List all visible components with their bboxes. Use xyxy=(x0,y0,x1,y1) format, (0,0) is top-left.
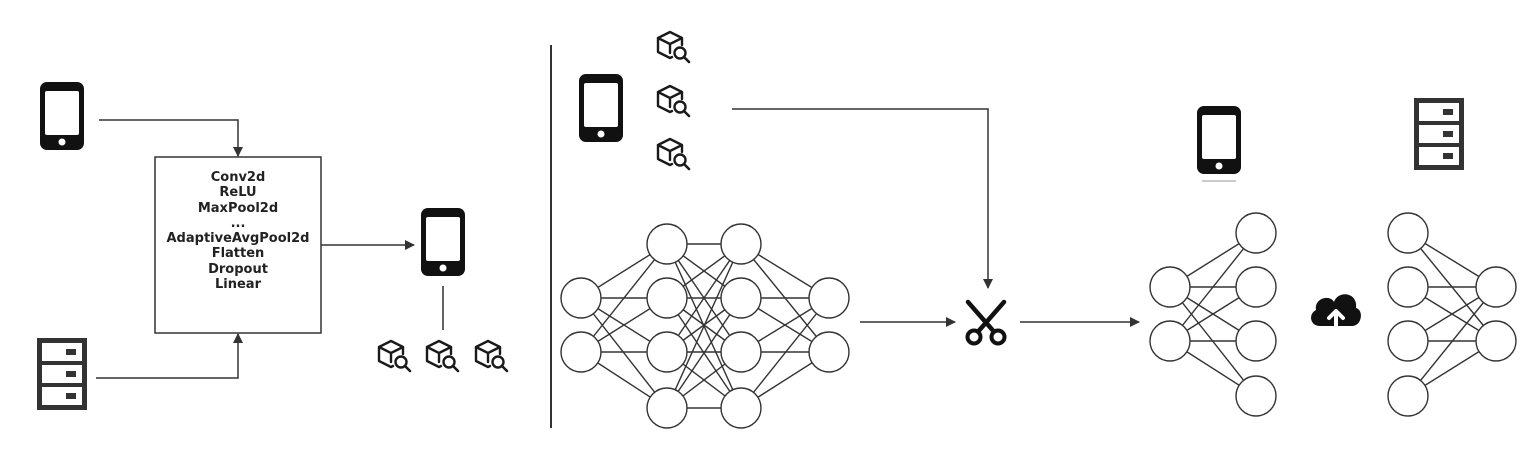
layer-item: Conv2d xyxy=(210,170,266,185)
network-node xyxy=(1475,320,1517,362)
network-node xyxy=(646,387,688,429)
smartphone-icon xyxy=(40,82,84,150)
network-node xyxy=(646,277,688,319)
layer-item: Linear xyxy=(215,277,261,293)
network-node xyxy=(1149,266,1191,308)
package-search-icon xyxy=(656,137,691,171)
network-node xyxy=(1387,375,1429,417)
network-node xyxy=(560,331,602,373)
server-rack-icon xyxy=(37,338,87,410)
network-node xyxy=(1235,266,1277,308)
network-node xyxy=(1235,212,1277,254)
network-node xyxy=(646,331,688,373)
smartphone-icon xyxy=(579,74,623,142)
full-network xyxy=(560,223,850,429)
layer-item: Flatten xyxy=(211,246,265,262)
network-node xyxy=(720,387,762,429)
arrow-phone-to-model xyxy=(99,119,243,157)
network-node xyxy=(560,277,602,319)
network-node xyxy=(808,277,850,319)
device-subnetwork xyxy=(1149,212,1277,417)
network-node xyxy=(720,277,762,319)
scissors-icon xyxy=(965,299,1007,346)
network-node xyxy=(646,223,688,265)
network-edge xyxy=(1169,232,1257,342)
network-edge xyxy=(666,243,742,353)
arrow-server-to-model xyxy=(96,333,243,379)
network-edge xyxy=(580,297,668,409)
network-node xyxy=(1149,320,1191,362)
network-node xyxy=(720,223,762,265)
model-layer-list: Conv2d ReLU MaxPool2d ... AdaptiveAvgPoo… xyxy=(155,170,321,292)
layer-item: MaxPool2d xyxy=(197,200,279,216)
server-subnetwork xyxy=(1387,212,1517,417)
layer-item: ... xyxy=(230,215,246,231)
model-box xyxy=(154,156,322,334)
smartphone-icon xyxy=(421,208,465,276)
network-edge xyxy=(580,243,668,353)
network-node xyxy=(1387,320,1429,362)
network-edge xyxy=(666,297,742,409)
package-search-icon xyxy=(474,339,509,373)
network-node xyxy=(1235,320,1277,362)
network-edge xyxy=(1407,286,1497,397)
network-edge xyxy=(740,297,830,409)
network-node xyxy=(1387,212,1429,254)
package-search-icon xyxy=(377,339,412,373)
cloud-upload-icon xyxy=(1311,294,1361,328)
layer-item: Dropout xyxy=(208,261,268,277)
server-rack-icon xyxy=(1414,98,1464,170)
package-search-icon xyxy=(656,30,691,64)
layer-item: ReLU xyxy=(219,185,257,201)
package-search-icon xyxy=(425,339,460,373)
network-node xyxy=(808,331,850,373)
network-node xyxy=(720,331,762,373)
network-edge xyxy=(666,243,742,409)
network-node xyxy=(1235,375,1277,417)
layer-item: AdaptiveAvgPool2d xyxy=(166,231,310,247)
smartphone-icon xyxy=(1197,106,1241,174)
network-node xyxy=(1475,266,1517,308)
arrow-models-to-cut xyxy=(732,108,993,289)
package-search-icon xyxy=(656,84,691,118)
network-node xyxy=(1387,266,1429,308)
